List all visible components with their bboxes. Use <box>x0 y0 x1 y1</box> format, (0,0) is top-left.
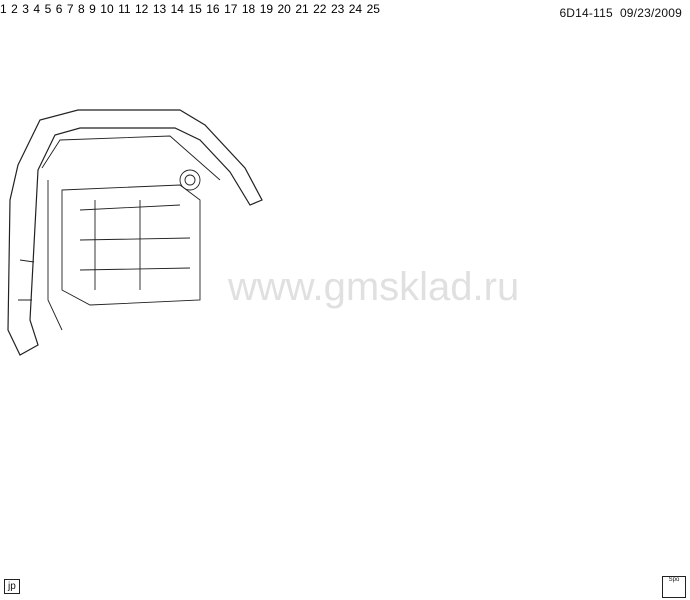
diagram-date: 09/23/2009 <box>619 6 682 20</box>
diagram-header: 6D14-115 09/23/2009 <box>559 6 682 20</box>
callout-9: 9 <box>89 2 96 16</box>
corner-tag: jp <box>4 579 20 594</box>
door-frame <box>7 109 263 356</box>
callout-15: 15 <box>188 2 202 16</box>
callout-6: 6 <box>55 2 63 16</box>
callout-3: 3 <box>22 2 29 16</box>
callout-18: 18 <box>241 2 256 16</box>
logo-stamp: Spo <box>662 576 686 598</box>
callout-2: 2 <box>11 2 18 16</box>
callout-14: 14 <box>170 2 184 16</box>
callout-12: 12 <box>135 2 149 16</box>
callout-11: 11 <box>118 2 131 16</box>
callout-24: 24 <box>348 2 363 16</box>
callout-labels: 1 2 3 4 5 6 7 8 9 10 11 12 13 14 15 16 1… <box>0 0 380 17</box>
logo-text: Spo <box>668 577 680 583</box>
callout-25: 25 <box>366 2 380 16</box>
callout-1: 1 <box>0 2 7 16</box>
callout-19: 19 <box>259 2 274 16</box>
callout-20: 20 <box>277 2 291 16</box>
callout-13: 13 <box>152 2 167 16</box>
callout-16: 16 <box>206 2 220 16</box>
callout-17: 17 <box>224 2 238 16</box>
watermark: www.gmsklad.ru <box>227 265 519 309</box>
diagram-code: 6D14-115 <box>559 6 613 20</box>
callout-10: 10 <box>100 2 114 16</box>
callout-8: 8 <box>77 2 85 16</box>
callout-4: 4 <box>33 2 41 16</box>
callout-7: 7 <box>66 2 74 16</box>
callout-5: 5 <box>44 2 52 16</box>
callout-21: 21 <box>295 2 309 16</box>
callout-22: 22 <box>313 2 327 16</box>
callout-23: 23 <box>330 2 345 16</box>
